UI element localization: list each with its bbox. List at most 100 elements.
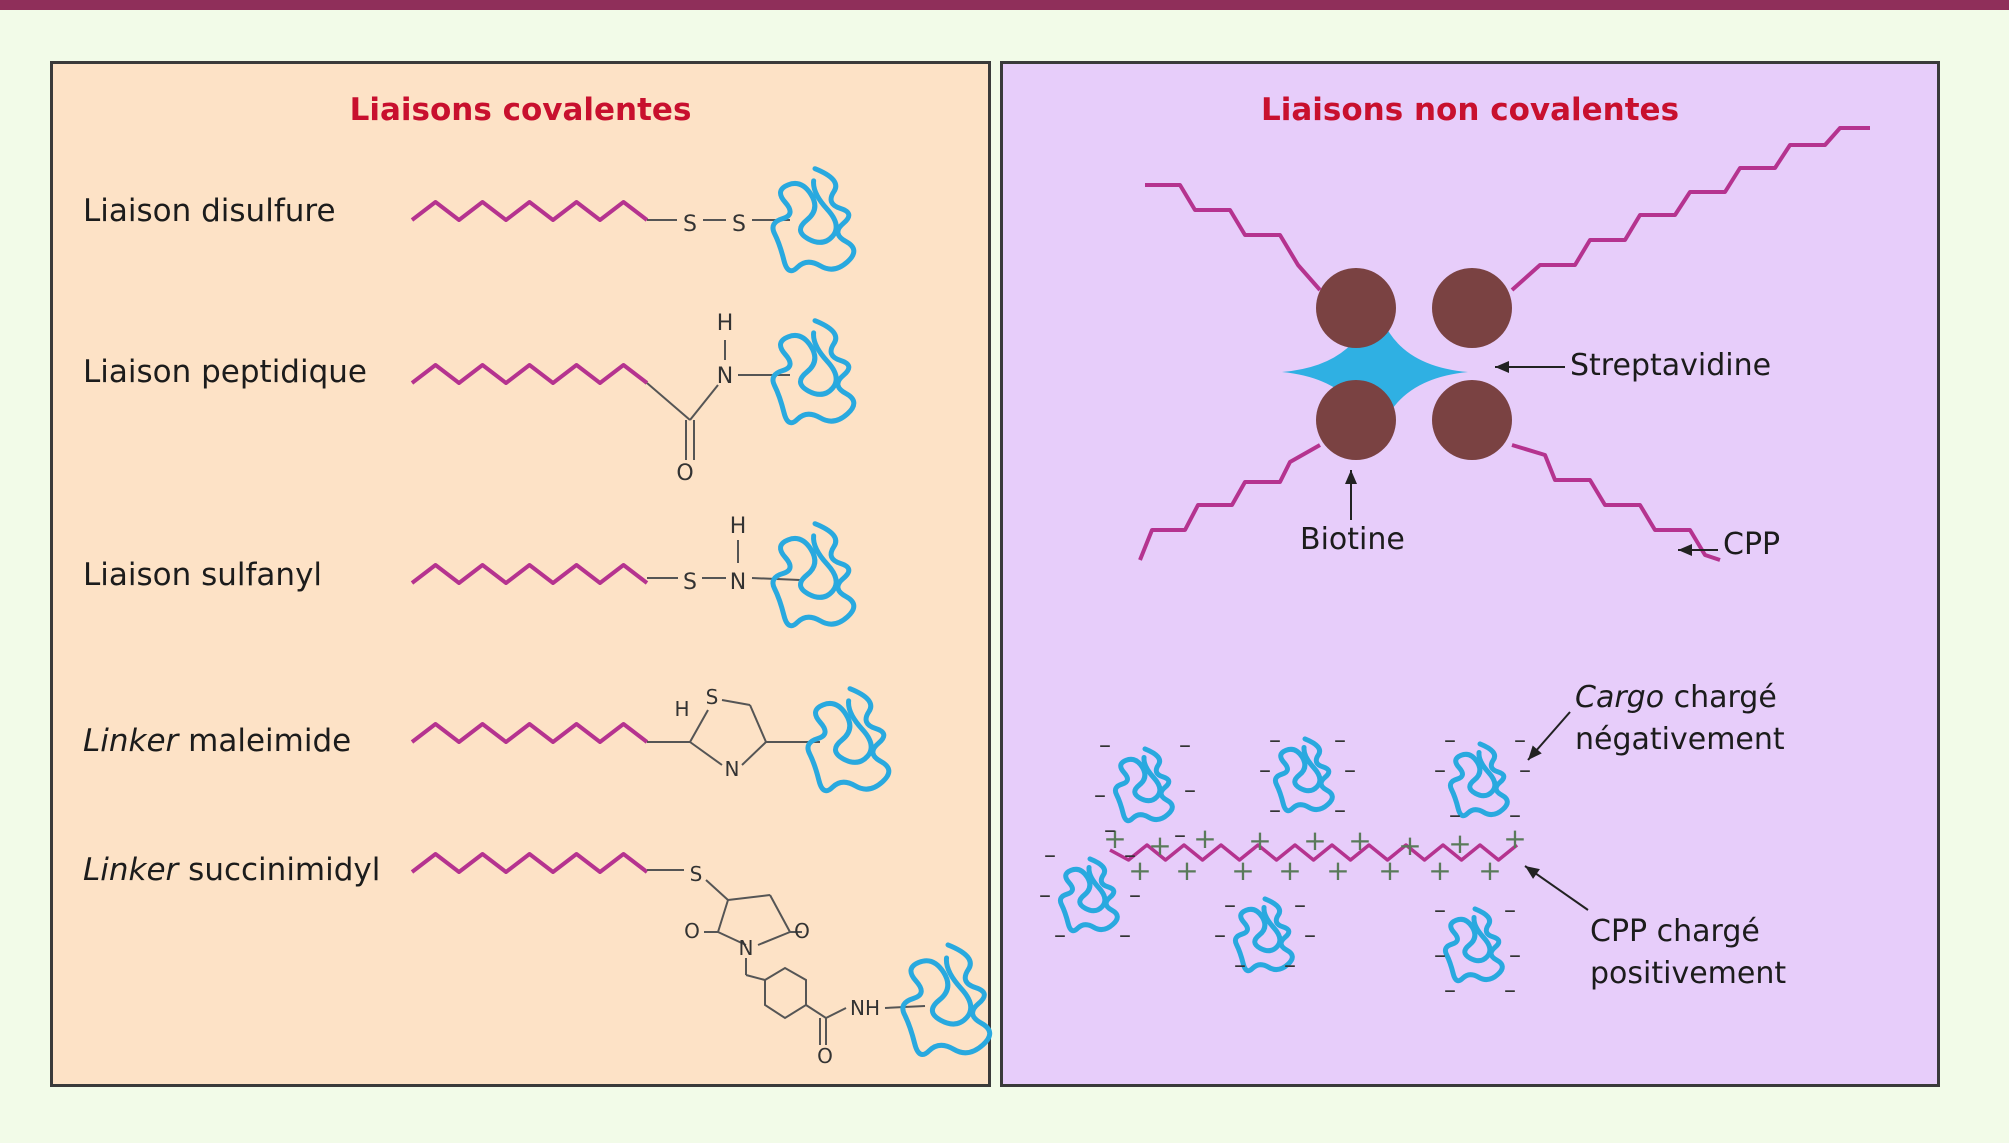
streptavidine-label: Streptavidine	[1570, 348, 1772, 383]
minus-charge: –	[1334, 726, 1346, 754]
peptide-chain-sulfanyl	[410, 563, 649, 585]
bond-line	[689, 741, 723, 766]
row-label-sulfanyl: Liaison sulfanyl	[83, 557, 323, 593]
minus-charge: –	[1504, 896, 1516, 924]
biotine-arrow-head	[1345, 470, 1357, 484]
plus-charge: +	[1378, 854, 1401, 887]
bond-line	[741, 741, 767, 766]
minus-charge: –	[1304, 921, 1316, 949]
cpp-charged-label-line2: positivement	[1590, 956, 1787, 991]
cargo-blob-maleimide	[805, 686, 892, 794]
atom-s: S	[690, 862, 703, 886]
atom-o: O	[817, 1044, 833, 1068]
minus-charge: –	[1119, 921, 1131, 949]
minus-charge: –	[1444, 726, 1456, 754]
covalent-panel-title: Liaisons covalentes	[349, 92, 692, 128]
peptide-chain-disulfure	[410, 200, 649, 222]
peptide-chain-peptidique	[410, 363, 649, 385]
minus-charge: –	[1444, 976, 1456, 1004]
minus-charge: –	[1294, 891, 1306, 919]
cargo-label-italic: Cargo	[1575, 680, 1665, 715]
minus-charge: –	[1269, 796, 1281, 824]
cpp-chain-bottom-right	[1511, 443, 1721, 562]
atom-o: O	[676, 461, 693, 486]
bond-line	[689, 709, 709, 743]
bond-line	[757, 931, 791, 946]
cargo-negative-blob	[1232, 896, 1295, 974]
minus-charge: –	[1509, 801, 1521, 829]
biotin-circle	[1316, 380, 1396, 460]
plus-charge: +	[1478, 854, 1501, 887]
cargo-label-line2: négativement	[1575, 722, 1785, 757]
bond-line	[717, 931, 747, 946]
row-label-maleimide: Linker maleimide	[83, 723, 351, 759]
cpp-chain-top-left	[1145, 183, 1322, 292]
plus-charge: +	[1103, 822, 1126, 855]
plus-charge: +	[1278, 854, 1301, 887]
bond-line	[749, 704, 767, 743]
plus-charge: +	[1175, 854, 1198, 887]
bond-line	[769, 894, 791, 933]
cyclohexane-ring	[764, 966, 807, 1020]
row-label-succinimidyl-rest: succinimidyl	[178, 852, 381, 888]
cpp-charged-label-line1: CPP chargé	[1590, 914, 1760, 949]
bond-line	[745, 974, 766, 981]
row-label-succinimidyl: Linker succinimidyl	[83, 852, 380, 888]
bond-line	[705, 879, 729, 901]
cpp-charged-arrow-head	[1525, 866, 1540, 879]
plus-charge: +	[1303, 824, 1326, 857]
atom-n: N	[739, 936, 754, 960]
minus-charge: –	[1129, 881, 1141, 909]
minus-charge: –	[1234, 951, 1246, 979]
minus-charge: –	[1434, 941, 1446, 969]
minus-charge: –	[1334, 796, 1346, 824]
peptide-chain-succinimidyl	[410, 852, 649, 874]
atom-h: H	[674, 697, 689, 721]
cpp-charged-chain	[1109, 843, 1519, 862]
minus-charge: –	[1104, 816, 1116, 844]
atom-o: O	[794, 919, 810, 943]
atom-n: N	[730, 570, 746, 595]
atom-h: H	[730, 514, 747, 539]
minus-charge: –	[1284, 951, 1296, 979]
streptavidin-star	[1282, 292, 1468, 455]
cargo-blob-succinimidyl	[900, 942, 993, 1057]
atom-s: S	[732, 212, 746, 237]
atom-n: N	[725, 757, 740, 781]
minus-charge: –	[1344, 756, 1356, 784]
bond-line	[646, 382, 691, 421]
plus-charge: +	[1398, 829, 1421, 862]
cargo-negative-blob	[1272, 736, 1335, 814]
cargo-label-line1: Cargo chargé	[1575, 680, 1777, 715]
minus-charge: –	[1094, 781, 1106, 809]
row-label-succinimidyl-italic: Linker	[83, 852, 179, 888]
plus-charge: +	[1148, 829, 1171, 862]
noncovalent-panel-title: Liaisons non covalentes	[1260, 92, 1680, 128]
noncovalent-panel: Liaisons non covalentes	[1000, 61, 1940, 1087]
minus-charge: –	[1039, 881, 1051, 909]
cargo-blob-peptidique	[770, 318, 857, 426]
atom-s: S	[683, 212, 697, 237]
atom-s: S	[706, 685, 719, 709]
bond-line	[727, 894, 771, 901]
minus-charge: –	[1514, 726, 1526, 754]
top-accent-bar	[0, 0, 2009, 10]
minus-charge: –	[1434, 756, 1446, 784]
minus-charge: –	[1214, 921, 1226, 949]
cargo-blob-disulfure	[770, 166, 857, 274]
row-label-maleimide-rest: maleimide	[178, 723, 352, 759]
atom-nh: NH	[850, 996, 880, 1020]
minus-charge: –	[1269, 726, 1281, 754]
peptide-chain-maleimide	[410, 722, 649, 744]
plus-charge: +	[1193, 822, 1216, 855]
atom-o: O	[684, 919, 700, 943]
cpp-arrow-head	[1678, 544, 1692, 556]
minus-charge: –	[1504, 976, 1516, 1004]
bond-line	[717, 899, 729, 933]
cargo-negative-blob	[1112, 746, 1175, 824]
minus-charge: –	[1099, 731, 1111, 759]
minus-charge: –	[1044, 841, 1056, 869]
cargo-blob-sulfanyl	[770, 521, 857, 629]
plus-charge: +	[1448, 827, 1471, 860]
bond-line	[721, 699, 751, 706]
